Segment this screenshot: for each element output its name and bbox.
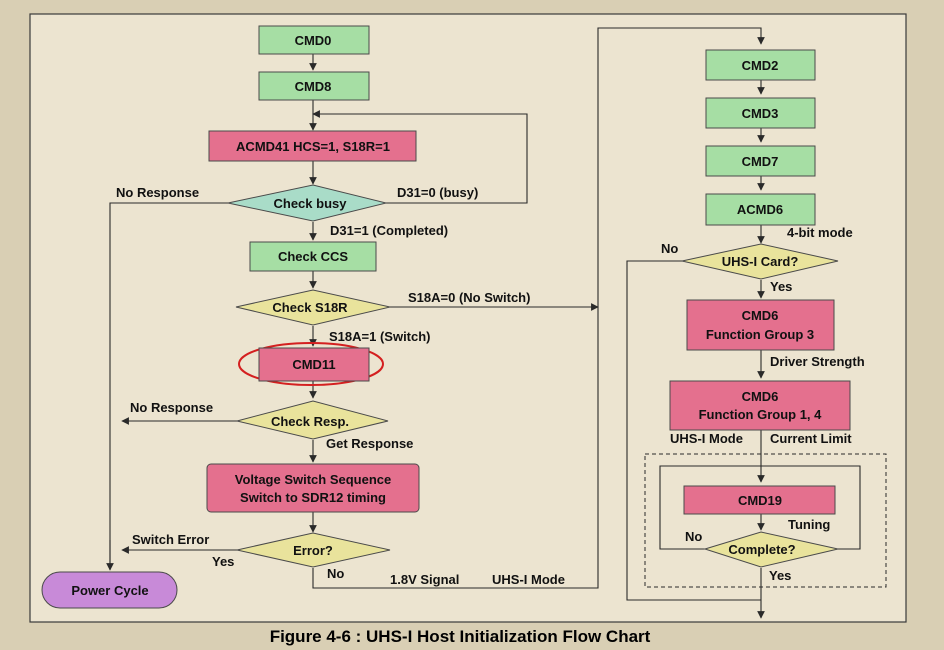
node-check-ccs: Check CCS [249,241,377,272]
label-driver-strength: Driver Strength [770,354,865,369]
svg-text:Function Group 1, 4: Function Group 1, 4 [699,407,823,422]
svg-text:CMD3: CMD3 [742,106,779,121]
svg-text:CMD19: CMD19 [738,493,782,508]
label-no-response-busy: No Response [116,185,199,200]
node-cmd0: CMD0 [258,25,370,55]
node-voltage-switch: Voltage Switch Sequence Switch to SDR12 … [206,463,420,513]
label-complete-yes: Yes [769,568,791,583]
node-error: Error? [236,532,391,568]
label-1-8v-signal: 1.8V Signal [390,572,459,587]
label-uhs-no: No [661,241,678,256]
label-d31-busy: D31=0 (busy) [397,185,478,200]
svg-text:Function Group 3: Function Group 3 [706,327,814,342]
svg-text:CMD11: CMD11 [292,357,335,372]
label-s18a-switch: S18A=1 (Switch) [329,329,431,344]
node-power-cycle: Power Cycle [41,571,178,609]
label-d31-completed: D31=1 (Completed) [330,223,448,238]
svg-text:Voltage Switch Sequence: Voltage Switch Sequence [235,472,392,487]
label-complete-no: No [685,529,702,544]
svg-text:CMD2: CMD2 [742,58,779,73]
node-complete: Complete? [703,531,839,568]
label-uhs-mode: UHS-I Mode [670,431,743,446]
node-check-s18r: Check S18R [235,289,391,326]
label-uhs-yes: Yes [770,279,792,294]
node-cmd19: CMD19 [683,485,836,515]
cmd11-highlight-circle [238,342,384,386]
svg-text:Power Cycle: Power Cycle [71,583,148,598]
label-uhs-mode-bottom: UHS-I Mode [492,572,565,587]
svg-text:Error?: Error? [293,543,333,558]
svg-text:CMD0: CMD0 [295,33,332,48]
label-current-limit: Current Limit [770,431,852,446]
node-check-resp: Check Resp. [236,400,389,440]
label-error-yes: Yes [212,554,234,569]
label-get-response: Get Response [326,436,413,451]
svg-text:CMD6: CMD6 [742,389,779,404]
svg-text:Switch to SDR12 timing: Switch to SDR12 timing [240,490,386,505]
label-error-no: No [327,566,344,581]
node-acmd6: ACMD6 [705,193,816,226]
svg-text:Check Resp.: Check Resp. [271,414,349,429]
label-tuning: Tuning [788,517,830,532]
svg-text:CMD7: CMD7 [742,154,779,169]
svg-text:Complete?: Complete? [728,542,795,557]
tuning-group-box [644,453,887,588]
svg-text:ACMD41 HCS=1, S18R=1: ACMD41 HCS=1, S18R=1 [236,139,390,154]
label-4-bit-mode: 4-bit mode [787,225,853,240]
svg-text:UHS-I Card?: UHS-I Card? [722,254,799,269]
label-no-response-resp: No Response [130,400,213,415]
node-acmd41: ACMD41 HCS=1, S18R=1 [208,130,417,162]
svg-text:Check S18R: Check S18R [272,300,348,315]
node-cmd11: CMD11 [258,347,370,382]
svg-text:CMD6: CMD6 [742,308,779,323]
node-cmd3: CMD3 [705,97,816,129]
figure-caption: Figure 4-6 : UHS-I Host Initialization F… [270,627,651,646]
svg-text:Check busy: Check busy [274,196,348,211]
node-cmd7: CMD7 [705,145,816,177]
connectors [106,27,861,619]
node-cmd6-fg3: CMD6 Function Group 3 [686,299,835,351]
node-cmd6-fg14: CMD6 Function Group 1, 4 [669,380,851,431]
node-uhs-card: UHS-I Card? [681,243,839,280]
svg-text:ACMD6: ACMD6 [737,202,783,217]
label-switch-error: Switch Error [132,532,209,547]
label-s18a-no-switch: S18A=0 (No Switch) [408,290,530,305]
node-check-busy: Check busy [227,184,387,222]
svg-text:Check CCS: Check CCS [278,249,348,264]
node-cmd8: CMD8 [258,71,370,101]
svg-text:CMD8: CMD8 [295,79,332,94]
node-cmd2: CMD2 [705,49,816,81]
